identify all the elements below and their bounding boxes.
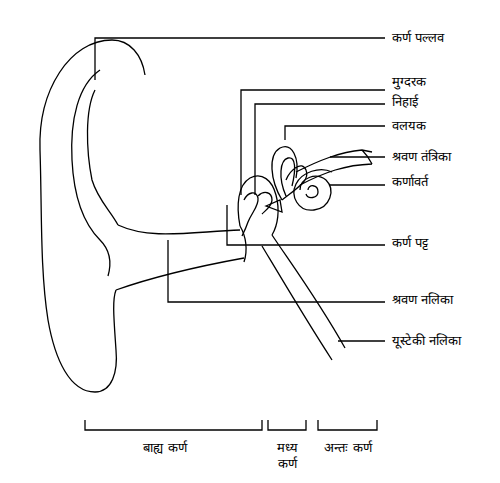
leader-line	[227, 205, 385, 245]
part-label: कर्णावर्त	[392, 174, 428, 190]
leader-line	[330, 184, 385, 185]
leader-line	[285, 126, 385, 140]
part-label: निहाई	[392, 94, 418, 110]
pinna-outline	[40, 40, 116, 392]
leader-line	[241, 90, 385, 195]
semicircular-canals	[272, 147, 307, 200]
pinna-inner-curve	[87, 90, 118, 225]
bracket	[268, 420, 306, 430]
ear-canal-lower	[116, 258, 244, 290]
region-label: अन्तः कर्ण	[316, 440, 380, 456]
leader-line	[168, 240, 385, 302]
eustachian-tube	[262, 235, 345, 360]
part-label: यूस्टेकी नलिका	[392, 333, 461, 349]
part-label: श्रवण तंत्रिका	[392, 149, 451, 165]
bracket	[85, 420, 262, 430]
auditory-nerve	[296, 150, 372, 185]
pinna-inner-fold	[72, 40, 145, 276]
region-label: बाह्य कर्ण	[110, 440, 220, 456]
leader-line	[255, 104, 385, 195]
part-label: कर्ण पट्ट	[392, 235, 428, 251]
leader-line	[95, 38, 385, 80]
part-label: कर्ण पल्लव	[392, 30, 444, 46]
cochlea	[294, 170, 332, 211]
eardrum	[240, 226, 246, 262]
part-label: श्रवण नलिका	[392, 292, 453, 308]
stapes	[266, 200, 282, 212]
part-label: मुग्दरक	[392, 74, 426, 90]
middle-ear-cavity	[238, 176, 278, 235]
bracket	[318, 420, 377, 430]
region-label: मध्य कर्ण	[266, 440, 308, 472]
part-label: वलयक	[392, 118, 426, 134]
malleus	[242, 193, 258, 236]
ear-canal-upper	[118, 225, 240, 234]
leader-line	[330, 156, 385, 157]
incus	[258, 193, 272, 214]
leader-line	[338, 340, 385, 341]
